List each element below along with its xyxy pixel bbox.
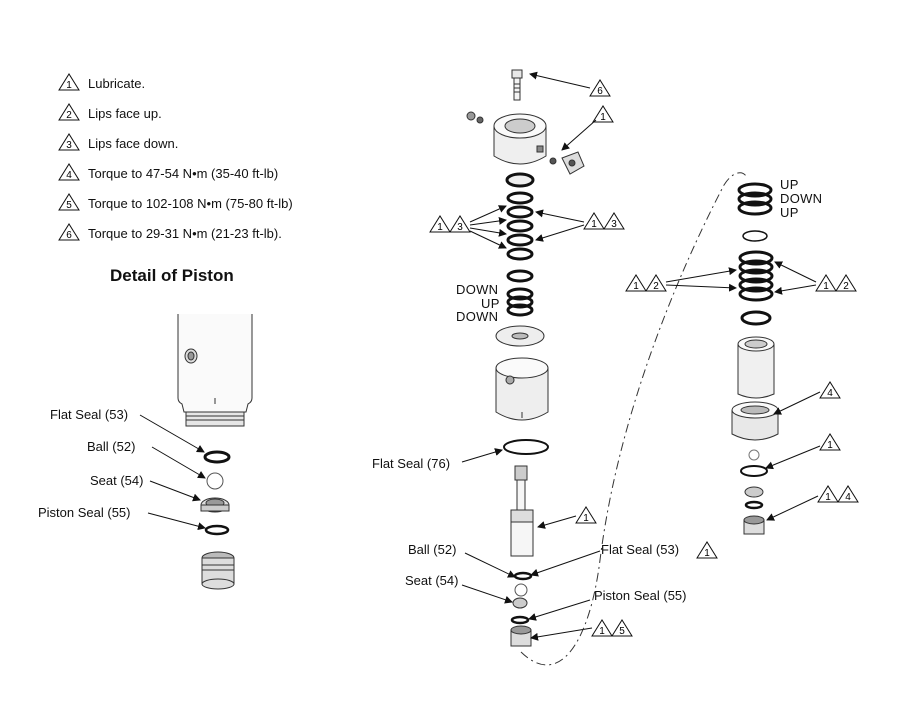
center-screw-small <box>466 111 484 124</box>
callout-6: 6 <box>589 79 611 97</box>
piston-detail-base <box>201 551 235 590</box>
center-rod <box>510 465 534 557</box>
label-flat-seal-53: Flat Seal (53) <box>50 407 129 422</box>
callout-number: 5 <box>619 626 625 637</box>
warning-triangle-icon: 5 <box>58 193 80 211</box>
center-housing <box>493 113 547 165</box>
callout-number: 2 <box>843 281 849 292</box>
piston-detail-seat <box>200 497 230 513</box>
label-flat-seal-53: Flat Seal (53) <box>601 542 680 557</box>
detail-title: Detail of Piston <box>110 266 234 285</box>
legend-text: Lips face down. <box>88 136 179 151</box>
assembly-path-line <box>520 172 747 666</box>
callout-5: 5 <box>611 619 633 637</box>
callout-number: 1 <box>823 281 829 292</box>
warning-triangle-icon: 4 <box>58 163 80 181</box>
center-cylinder <box>495 357 549 421</box>
center-flat-seal-76 <box>503 439 549 455</box>
piston-detail-piston-seal <box>204 524 230 536</box>
warning-triangle-icon: 1 <box>58 73 80 91</box>
orientation-down: DOWN <box>780 191 823 206</box>
legend-text: Torque to 29-31 N•m (21-23 ft-lb). <box>88 226 282 241</box>
svg-text:2: 2 <box>66 110 72 121</box>
right-packing-stack-top <box>737 182 773 242</box>
callout-1: 1 <box>592 105 614 123</box>
warning-triangle-icon: 6 <box>58 223 80 241</box>
callout-1: 1 <box>819 433 841 451</box>
svg-text:6: 6 <box>66 230 72 241</box>
callout-1: 1 <box>591 619 613 637</box>
callout-symbols: 6 1 1 3 1 3 1 1 1 5 1 2 1 2 4 1 1 4 <box>429 79 859 637</box>
piston-detail-flat-seal <box>203 450 231 464</box>
right-packing-stack-middle <box>738 250 774 326</box>
callout-1: 1 <box>575 506 597 524</box>
callout-number: 3 <box>457 222 463 233</box>
right-nut <box>731 401 779 441</box>
callout-number: 1 <box>437 222 443 233</box>
orientation-up: UP <box>780 205 799 220</box>
legend-text: Torque to 102-108 N•m (75-80 ft-lb) <box>88 196 293 211</box>
callout-number: 1 <box>600 112 606 123</box>
center-gland <box>495 325 545 347</box>
right-leaders <box>665 261 821 521</box>
callout-4: 4 <box>837 485 859 503</box>
callout-number: 1 <box>825 492 831 503</box>
label-piston-seal-55: Piston Seal (55) <box>38 505 131 520</box>
piston-detail-ball <box>206 472 224 490</box>
callout-1: 1 <box>625 274 647 292</box>
callout-3: 3 <box>449 215 471 233</box>
legend-text: Torque to 47-54 N•m (35-40 ft-lb) <box>88 166 279 181</box>
right-sleeve <box>737 336 775 399</box>
center-valve-parts <box>510 571 533 647</box>
legend-text: Lips face up. <box>88 106 162 121</box>
callout-1: 1 <box>817 485 839 503</box>
orientation-down: DOWN <box>456 309 499 324</box>
callout-1: 1 <box>583 212 605 230</box>
callout-number: 2 <box>653 281 659 292</box>
callout-number: 1 <box>704 548 710 559</box>
svg-text:3: 3 <box>66 140 72 151</box>
warning-triangle-icon: 2 <box>58 103 80 121</box>
label-ball-52: Ball (52) <box>408 542 457 557</box>
legend-text: Lubricate. <box>88 76 146 91</box>
label-piston-seal-55: Piston Seal (55) <box>594 588 687 603</box>
center-packing-stack-top <box>505 172 535 261</box>
callout-number: 1 <box>633 281 639 292</box>
callout-2: 2 <box>645 274 667 292</box>
piston-detail-cylinder <box>177 314 253 427</box>
center-bolt <box>511 69 523 101</box>
warning-triangle-icon: 3 <box>58 133 80 151</box>
callout-number: 3 <box>611 219 617 230</box>
callout-number: 4 <box>845 492 851 503</box>
center-leaders <box>461 71 601 641</box>
svg-text:4: 4 <box>66 170 72 181</box>
callout-4: 4 <box>819 381 841 399</box>
svg-text:1: 1 <box>66 80 72 91</box>
callout-3: 3 <box>603 212 625 230</box>
callout-1: 1 <box>696 541 718 559</box>
center-side-block <box>549 151 585 175</box>
callout-number: 1 <box>591 219 597 230</box>
callout-number: 1 <box>583 513 589 524</box>
callout-1: 1 <box>429 215 451 233</box>
right-valve-parts <box>740 449 768 535</box>
callout-number: 6 <box>597 86 603 97</box>
label-ball-52: Ball (52) <box>87 439 136 454</box>
orientation-down: DOWN <box>456 282 499 297</box>
callout-number: 1 <box>827 440 833 451</box>
callout-number: 4 <box>827 388 833 399</box>
orientation-up: UP <box>481 296 500 311</box>
label-seat-54: Seat (54) <box>90 473 144 488</box>
callout-1: 1 <box>815 274 837 292</box>
svg-text:5: 5 <box>66 200 72 211</box>
label-flat-seal-76: Flat Seal (76) <box>372 456 451 471</box>
center-packing-stack-bottom <box>506 269 534 317</box>
callout-2: 2 <box>835 274 857 292</box>
callout-number: 1 <box>599 626 605 637</box>
orientation-up: UP <box>780 177 799 192</box>
piston-detail-leaders <box>139 414 206 531</box>
label-seat-54: Seat (54) <box>405 573 459 588</box>
